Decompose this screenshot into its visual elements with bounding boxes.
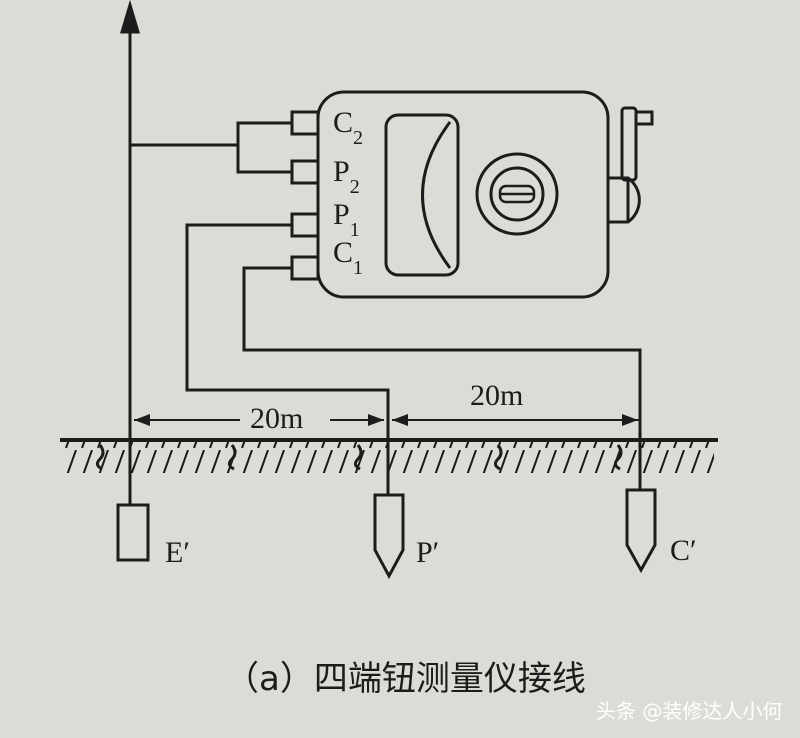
svg-text:C2: C2	[333, 106, 363, 149]
bracket-c2-p2	[236, 121, 294, 174]
meter-scale-arc	[421, 121, 452, 269]
terminal-p2-letter: P	[333, 155, 350, 188]
terminal-p2-sub: 2	[350, 176, 360, 198]
terminal-c1	[290, 255, 320, 281]
terminal-c2	[290, 110, 320, 136]
electrode-e	[116, 503, 150, 562]
terminal-c2-letter: C	[333, 106, 353, 139]
top-arrow	[119, 0, 141, 34]
electrode-p	[373, 493, 405, 580]
crank-handle	[608, 106, 654, 224]
distance-left-label: 20m	[250, 402, 303, 435]
terminal-c1-letter: C	[333, 236, 353, 269]
figure-caption: （a）四端钮测量仪接线	[225, 659, 586, 699]
terminal-p1-letter: P	[333, 198, 350, 231]
terminal-c1-sub: 1	[353, 257, 363, 279]
electrode-p-label: P′	[416, 536, 439, 569]
range-knob	[475, 152, 559, 236]
terminal-labels: C2 P2 P1 C1	[333, 106, 363, 279]
terminal-p1	[290, 212, 320, 238]
dimension-lines	[134, 414, 640, 426]
electrode-c-label: C′	[670, 534, 697, 567]
terminal-c2-sub: 2	[353, 127, 363, 149]
electrode-e-label: E′	[165, 536, 190, 569]
terminal-p2	[290, 159, 320, 185]
svg-text:C1: C1	[333, 236, 363, 279]
wire-p	[185, 223, 390, 497]
wire-c	[242, 266, 642, 492]
watermark: 头条 @装修达人小何	[596, 699, 782, 723]
ground	[60, 438, 718, 473]
meter-body	[290, 90, 654, 299]
distance-right-label: 20m	[470, 379, 523, 412]
svg-text:P1: P1	[333, 198, 360, 241]
terminal-p1-sub: 1	[350, 219, 360, 241]
meter-display	[384, 113, 460, 277]
svg-text:P2: P2	[333, 155, 360, 198]
electrode-c	[625, 488, 657, 574]
